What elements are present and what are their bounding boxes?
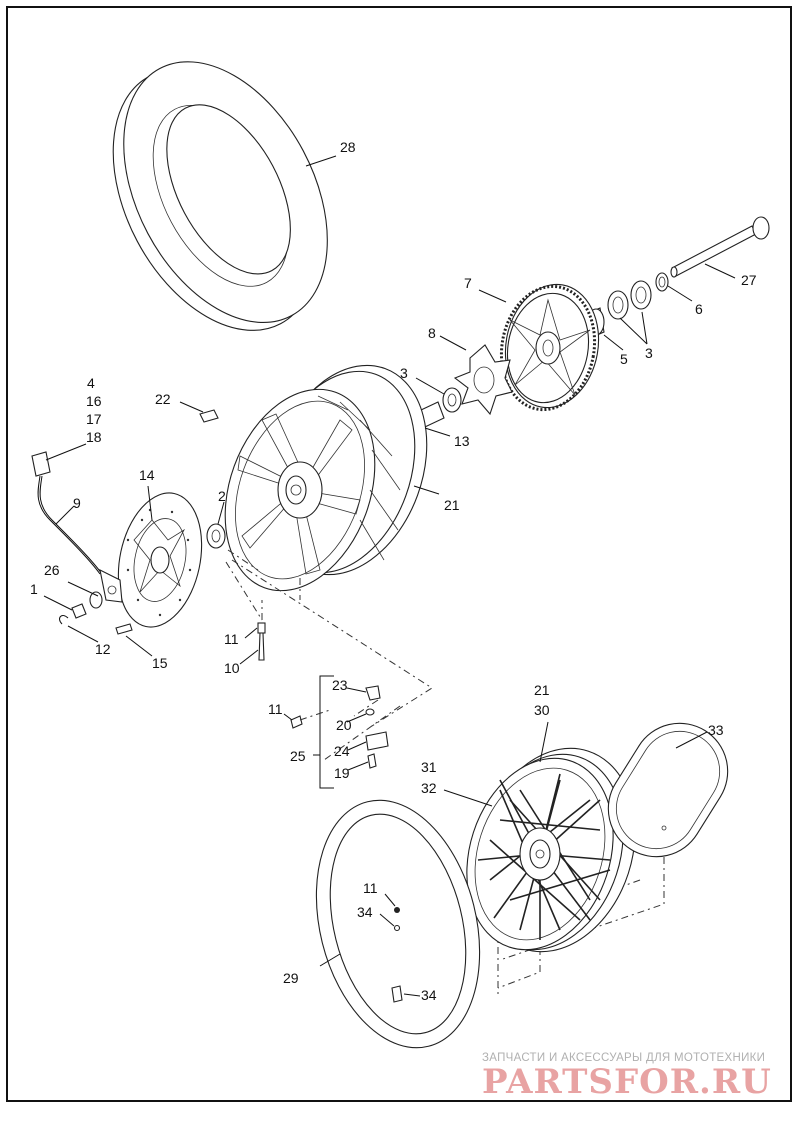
bearing-3-right <box>607 280 652 320</box>
leader-lines <box>43 155 736 997</box>
callout-11-tpms: 11 <box>268 701 283 717</box>
callout-32: 32 <box>421 780 437 796</box>
callout-5: 5 <box>620 351 628 367</box>
nut-1 <box>71 591 103 619</box>
callout-10: 10 <box>224 660 240 676</box>
tube-valve-34 <box>391 907 403 1003</box>
watermark-logo: PARTSFOR.RU <box>482 1062 772 1102</box>
callout-1: 1 <box>30 581 38 597</box>
callout-21-cast: 21 <box>444 497 460 513</box>
callout-3-left: 3 <box>400 365 408 381</box>
callout-6: 6 <box>695 301 703 317</box>
inner-tube-29 <box>315 799 481 1049</box>
cast-wheel-21 <box>224 364 428 592</box>
callout-22: 22 <box>155 391 171 407</box>
callout-3-right: 3 <box>645 345 653 361</box>
callout-12: 12 <box>95 641 111 657</box>
watermark-tagline: ЗАПЧАСТИ И АКСЕССУАРЫ ДЛЯ МОТОТЕХНИКИ <box>482 1052 766 1064</box>
callout-34-bottom: 34 <box>421 987 437 1003</box>
callout-14: 14 <box>139 467 155 483</box>
drive-belt-33 <box>607 722 729 858</box>
clip-22 <box>199 409 219 423</box>
bearing-3-left <box>442 387 462 413</box>
tire-28 <box>112 61 328 331</box>
damper-8 <box>453 344 513 416</box>
callout-34-top: 34 <box>357 904 373 920</box>
spacer-6 <box>655 272 669 292</box>
callout-30: 30 <box>534 702 550 718</box>
callout-9: 9 <box>73 495 81 511</box>
callout-16: 16 <box>86 393 102 409</box>
spoke-wheel-30 <box>466 747 636 953</box>
diagram-border <box>6 6 792 1102</box>
clip-12 <box>59 615 69 625</box>
callout-17: 17 <box>86 411 102 427</box>
axle-27 <box>670 216 770 278</box>
callout-13: 13 <box>454 433 470 449</box>
callout-20: 20 <box>336 717 352 733</box>
callout-33: 33 <box>708 722 724 738</box>
callout-18: 18 <box>86 429 102 445</box>
callout-31: 31 <box>421 759 437 775</box>
callout-27: 27 <box>741 272 757 288</box>
sprocket-7 <box>499 283 600 412</box>
callout-11-valve: 11 <box>224 631 239 647</box>
callout-labels: 28 27 7 6 5 3 8 3 13 22 21 4 16 17 18 9 … <box>30 139 757 1003</box>
bracket-26 <box>99 569 123 603</box>
callout-2: 2 <box>218 488 226 504</box>
valve-10 <box>257 622 266 661</box>
brake-disc-14 <box>117 492 203 628</box>
tpms-group <box>290 685 389 769</box>
callout-28: 28 <box>340 139 356 155</box>
callout-7: 7 <box>464 275 472 291</box>
callout-23: 23 <box>332 677 348 693</box>
callout-4: 4 <box>87 375 95 391</box>
abs-sensor-4 <box>31 451 103 575</box>
callout-21-spoke: 21 <box>534 682 550 698</box>
callout-15: 15 <box>152 655 168 671</box>
group-bracket-25 <box>319 675 334 789</box>
callout-29: 29 <box>283 970 299 986</box>
callout-8: 8 <box>428 325 436 341</box>
bolt-15 <box>115 623 133 635</box>
callout-25: 25 <box>290 748 306 764</box>
bearing-2 <box>206 523 226 549</box>
callout-24: 24 <box>334 743 350 759</box>
callout-11-tube: 11 <box>363 880 378 896</box>
callout-19: 19 <box>334 765 350 781</box>
callout-26: 26 <box>44 562 60 578</box>
